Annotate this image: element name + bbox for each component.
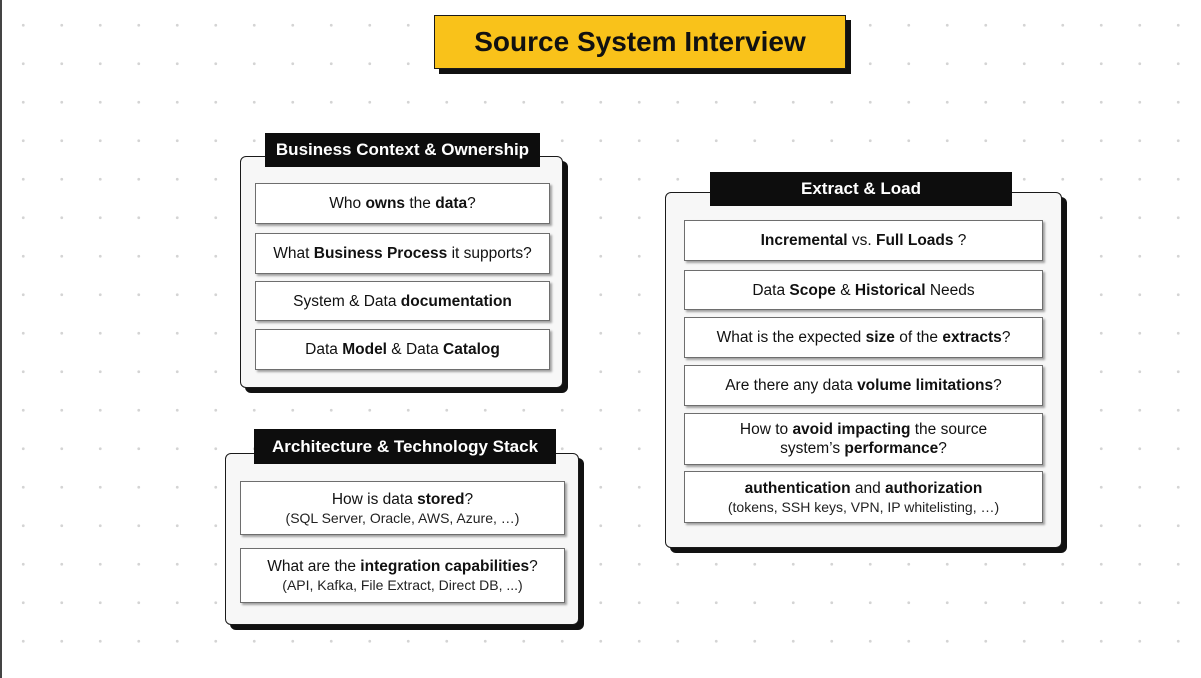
architecture-heading: Architecture & Technology Stack <box>254 429 556 464</box>
item-text: Needs <box>925 281 975 299</box>
item-text-line: Data Model & Data Catalog <box>305 340 500 359</box>
emphasis-text: Full Loads <box>876 232 954 249</box>
extract-item: Incremental vs. Full Loads ? <box>684 220 1043 261</box>
emphasis-text: data <box>435 195 468 212</box>
item-text-line: authentication and authorization <box>745 479 983 498</box>
emphasis-text: Catalog <box>443 341 500 358</box>
item-text: Data <box>752 281 790 299</box>
item-text: How to <box>739 421 793 438</box>
emphasis-text: authentication <box>744 479 851 497</box>
emphasis-text: avoid impacting <box>792 421 911 438</box>
item-text: ? <box>993 377 1002 394</box>
emphasis-text: authorization <box>885 479 983 497</box>
item-text: & Data <box>387 341 443 358</box>
item-text: ? <box>464 490 474 508</box>
item-subtext: (SQL Server, Oracle, AWS, Azure, …) <box>285 509 520 526</box>
emphasis-text: performance <box>844 440 939 457</box>
item-text: System & Data <box>293 292 401 310</box>
architecture-item: What are the integration capabilities?(A… <box>240 548 565 603</box>
item-text-line: System & Data documentation <box>293 292 512 311</box>
item-text: ? <box>529 558 538 575</box>
business-item: System & Data documentation <box>255 281 550 321</box>
item-text-line: system’s performance? <box>780 439 947 458</box>
item-text: vs. <box>847 232 876 249</box>
emphasis-text: Incremental <box>760 232 848 249</box>
item-text: What are the <box>267 558 361 575</box>
emphasis-text: Scope <box>789 281 836 299</box>
item-text: system’s <box>780 440 845 457</box>
emphasis-text: integration capabilities <box>360 558 530 575</box>
left-border-line <box>0 0 2 678</box>
business-context-heading: Business Context & Ownership <box>265 133 540 167</box>
item-text-line: How is data stored? <box>332 490 473 509</box>
extract-load-heading: Extract & Load <box>710 172 1012 206</box>
extract-item: What is the expected size of the extract… <box>684 317 1043 358</box>
item-text: ? <box>467 195 476 212</box>
item-text: Data <box>305 341 343 358</box>
extract-item: authentication and authorization(tokens,… <box>684 471 1043 523</box>
item-text: ? <box>953 232 967 249</box>
item-text: Are there any data <box>725 377 858 394</box>
item-text: & <box>835 281 855 299</box>
item-text: the <box>405 195 436 212</box>
emphasis-text: documentation <box>400 292 512 310</box>
item-text: How is data <box>331 490 418 508</box>
item-text: the source <box>910 421 988 438</box>
item-text-line: What Business Process it supports? <box>273 244 531 263</box>
item-text-line: What is the expected size of the extract… <box>717 328 1011 347</box>
item-text: and <box>850 479 886 497</box>
page-title: Source System Interview <box>434 15 846 69</box>
item-text: What <box>273 245 314 262</box>
business-item: What Business Process it supports? <box>255 233 550 274</box>
emphasis-text: size <box>865 329 895 346</box>
item-subtext: (tokens, SSH keys, VPN, IP whitelisting,… <box>727 498 1000 515</box>
emphasis-text: volume limitations <box>857 377 994 394</box>
item-text-line: Are there any data volume limitations? <box>725 376 1002 395</box>
item-text: Who <box>329 195 366 212</box>
item-text: ? <box>1001 329 1011 346</box>
business-item: Who owns the data? <box>255 183 550 224</box>
emphasis-text: Historical <box>854 281 926 299</box>
emphasis-text: owns <box>365 195 406 212</box>
item-text: it supports? <box>447 245 532 262</box>
emphasis-text: extracts <box>942 329 1002 346</box>
item-text: What is the expected <box>716 329 866 346</box>
architecture-item: How is data stored?(SQL Server, Oracle, … <box>240 481 565 535</box>
item-text: ? <box>938 440 947 457</box>
item-subtext: (API, Kafka, File Extract, Direct DB, ..… <box>282 577 523 593</box>
emphasis-text: Model <box>342 341 387 358</box>
item-text-line: What are the integration capabilities? <box>267 557 537 576</box>
emphasis-text: Business Process <box>313 245 448 262</box>
item-text-line: Incremental vs. Full Loads ? <box>761 231 967 250</box>
extract-item: Data Scope & Historical Needs <box>684 270 1043 310</box>
extract-item: Are there any data volume limitations? <box>684 365 1043 406</box>
item-text-line: Who owns the data? <box>329 194 475 213</box>
business-item: Data Model & Data Catalog <box>255 329 550 370</box>
item-text: of the <box>894 329 943 346</box>
item-text-line: How to avoid impacting the source <box>740 420 987 439</box>
item-text-line: Data Scope & Historical Needs <box>752 281 974 300</box>
emphasis-text: stored <box>417 490 465 508</box>
